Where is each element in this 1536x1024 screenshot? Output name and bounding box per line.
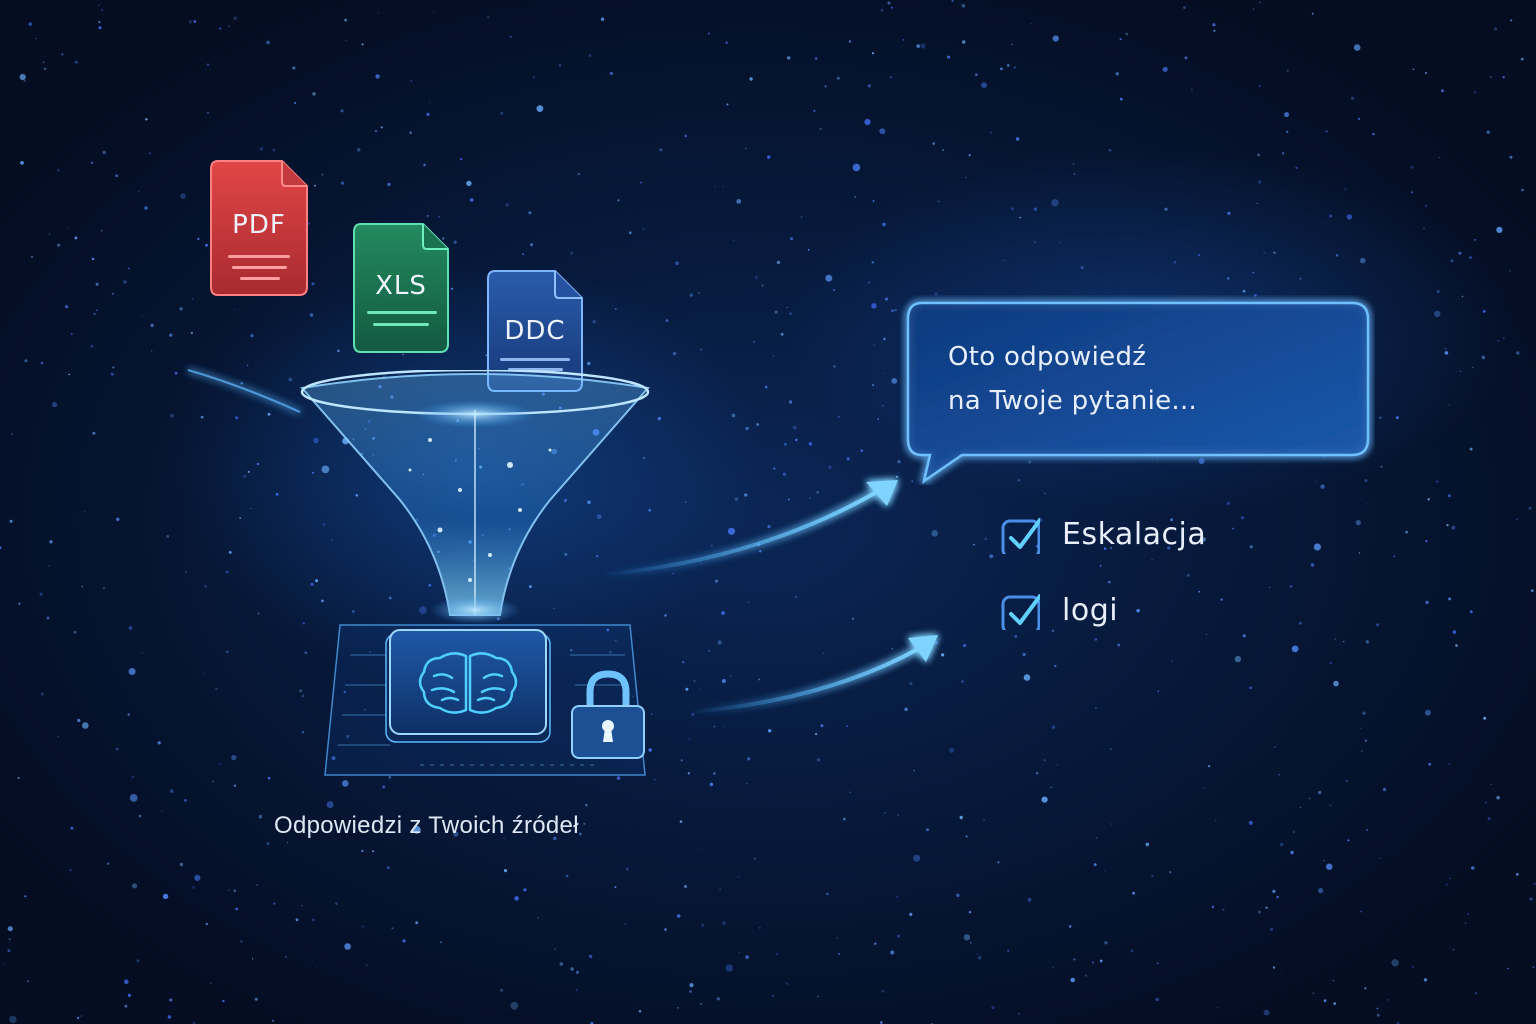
- checklist-item-logi: logi: [1000, 590, 1118, 630]
- answer-line-2: na Twoje pytanie...: [948, 386, 1198, 416]
- checkbox-checked-icon: [1001, 518, 1040, 554]
- checklist-item-eskalacja: Eskalacja: [1000, 514, 1206, 554]
- answer-line-1: Oto odpowiedź: [948, 342, 1147, 372]
- padlock-icon: [571, 670, 645, 759]
- xls-file-label: XLS: [375, 271, 427, 301]
- doc-file-label: DDC: [504, 316, 566, 346]
- doc-file-icon: DDC: [487, 270, 583, 392]
- answer-bubble-text: Oto odpowiedź na Twoje pytanie...: [948, 335, 1348, 423]
- funnel-icon: [300, 370, 650, 624]
- checklist-label: logi: [1062, 592, 1119, 628]
- pdf-file-label: PDF: [232, 210, 286, 240]
- checkbox-checked-icon: [1001, 594, 1040, 630]
- checklist-label: Eskalacja: [1062, 516, 1207, 552]
- arrow-to-checklist-icon: [689, 635, 938, 714]
- chat-bubble: [906, 301, 1370, 484]
- xls-file-icon: XLS: [353, 223, 449, 353]
- arrow-to-answer-icon: [599, 480, 898, 577]
- sources-caption: Odpowiedzi z Twoich źródeł: [274, 812, 579, 839]
- pdf-file-icon: PDF: [210, 160, 308, 296]
- brain-chip-icon: [385, 629, 551, 743]
